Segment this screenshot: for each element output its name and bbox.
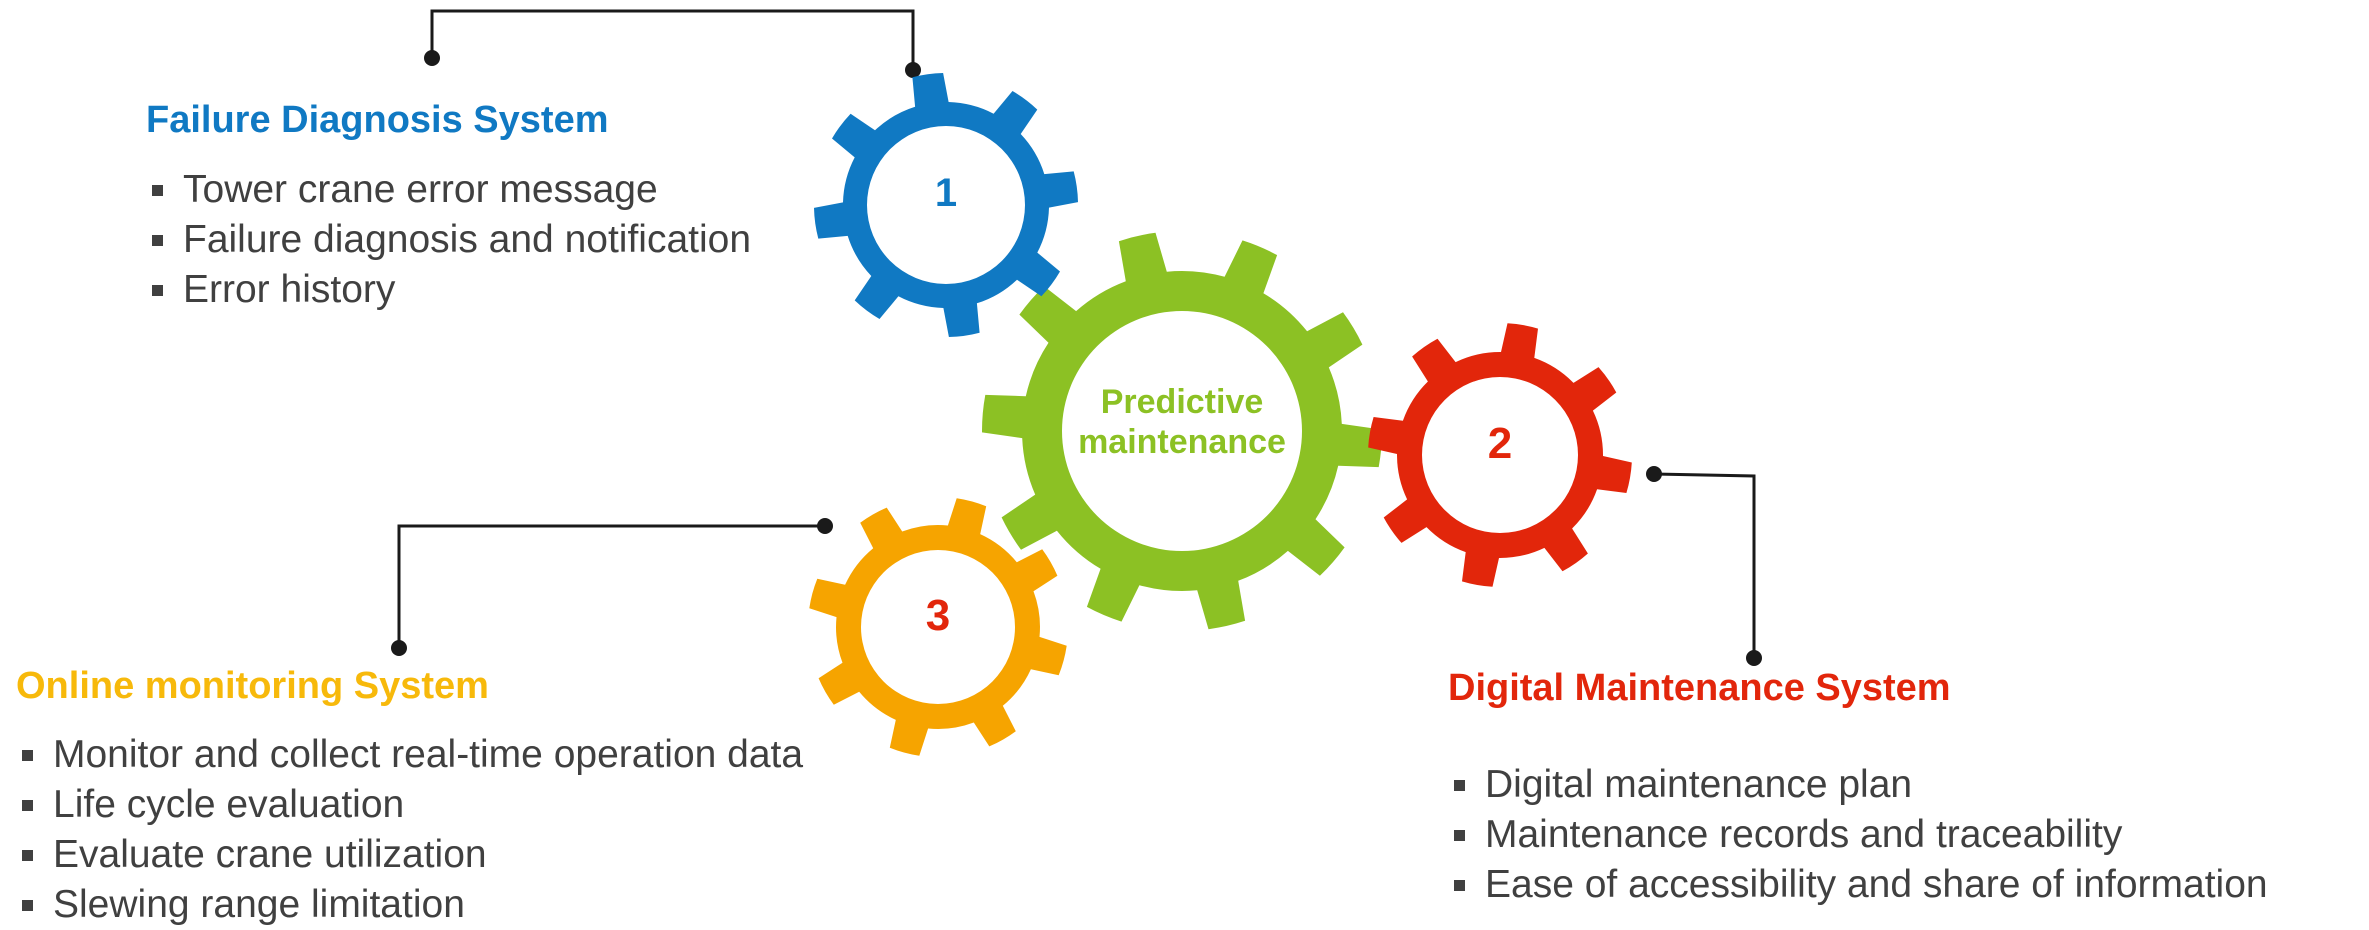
square-bullet-icon [22,750,33,761]
failure-diagnosis-panel: Failure Diagnosis System Tower crane err… [146,98,751,315]
list-item: Failure diagnosis and notification [146,215,751,265]
digital-maintenance-list: Digital maintenance plan Maintenance rec… [1448,760,2268,910]
list-item-text: Evaluate crane utilization [53,833,487,876]
center-label-line1: Predictive [1101,383,1264,421]
connectors [397,9,1756,658]
gear-icon-3 [809,498,1067,756]
online-monitoring-title: Online monitoring System [16,665,489,707]
online-monitoring-panel: Online monitoring System Monitor and col… [16,664,803,930]
list-item-text: Maintenance records and traceability [1485,813,2123,856]
connector-line-failure [430,9,915,70]
connector-dots [391,50,1762,666]
connector-line-online [397,524,825,648]
square-bullet-icon [22,900,33,911]
connector-dot-digital-end [1746,650,1762,666]
list-item: Error history [146,265,751,315]
center-label-line2: maintenance [1078,423,1286,461]
square-bullet-icon [152,235,163,246]
connector-dot-online-start [817,518,833,534]
list-item-text: Tower crane error message [183,168,658,211]
list-item-text: Failure diagnosis and notification [183,218,752,261]
list-item-text: Slewing range limitation [53,883,465,926]
gear-number-2: 2 [1488,419,1512,468]
square-bullet-icon [22,800,33,811]
list-item: Digital maintenance plan [1448,760,2268,810]
gear-icon-center [981,232,1383,630]
list-item-text: Digital maintenance plan [1485,763,1913,806]
connector-dot-failure-end [905,62,921,78]
list-item-text: Error history [183,268,396,311]
square-bullet-icon [152,285,163,296]
square-bullet-icon [152,185,163,196]
square-bullet-icon [1454,880,1465,891]
gear-icon-1 [814,73,1078,337]
connector-dot-digital-start [1646,466,1662,482]
list-item-text: Life cycle evaluation [53,783,405,826]
list-item: Ease of accessibility and share of infor… [1448,860,2268,910]
failure-diagnosis-list: Tower crane error message Failure diagno… [146,165,751,315]
list-item-text: Ease of accessibility and share of infor… [1485,863,2268,906]
gear-number-3: 3 [926,591,950,640]
failure-diagnosis-title: Failure Diagnosis System [146,99,609,141]
list-item: Slewing range limitation [16,880,803,930]
connector-line-digital [1653,472,1756,658]
digital-maintenance-panel: Digital Maintenance System Digital maint… [1448,666,2268,910]
list-item-text: Monitor and collect real-time operation … [53,733,804,776]
list-item: Evaluate crane utilization [16,830,803,880]
connector-dot-online-end [391,640,407,656]
online-monitoring-list: Monitor and collect real-time operation … [16,730,803,930]
square-bullet-icon [1454,830,1465,841]
gear-number-1: 1 [935,171,957,215]
connector-dot-failure-start [424,50,440,66]
list-item: Tower crane error message [146,165,751,215]
digital-maintenance-title: Digital Maintenance System [1448,667,1951,709]
square-bullet-icon [22,850,33,861]
list-item: Life cycle evaluation [16,780,803,830]
list-item: Maintenance records and traceability [1448,810,2268,860]
gear-icon-2 [1368,323,1632,587]
square-bullet-icon [1454,780,1465,791]
list-item: Monitor and collect real-time operation … [16,730,803,780]
